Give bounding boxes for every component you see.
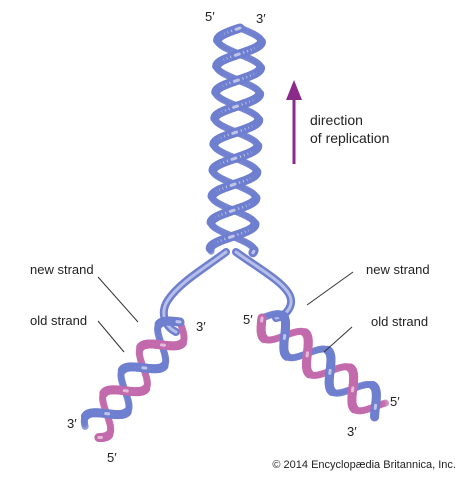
label-leader-lines — [97, 271, 354, 353]
direction-label-line2: of replication — [310, 130, 390, 146]
copyright-notice: © 2014 Encyclopædia Britannica, Inc. — [272, 459, 456, 471]
right-new-strand-label: new strand — [366, 262, 430, 277]
left-bottom-3-prime-label: 3′ — [67, 416, 77, 431]
left-old-strand-label: old strand — [30, 313, 88, 328]
parent-double-helix — [205, 23, 267, 258]
right-old-strand-label: old strand — [371, 314, 429, 329]
direction-label: direction of replication — [310, 111, 389, 147]
left-bottom-5-prime-label: 5′ — [107, 450, 117, 465]
top-5-prime-label: 5′ — [205, 9, 215, 24]
direction-arrow — [286, 80, 302, 164]
right-daughter-helix — [256, 310, 389, 422]
direction-label-line1: direction — [310, 112, 363, 128]
right-fork-5-prime-label: 5′ — [243, 312, 253, 327]
top-3-prime-label: 3′ — [256, 11, 266, 26]
left-daughter-helix — [80, 316, 188, 443]
left-fork-3-prime-label: 3′ — [196, 319, 206, 334]
right-bottom-3-prime-label: 3′ — [347, 424, 357, 439]
left-new-strand-label: new strand — [30, 262, 94, 277]
right-bottom-5-prime-label: 5′ — [390, 394, 400, 409]
